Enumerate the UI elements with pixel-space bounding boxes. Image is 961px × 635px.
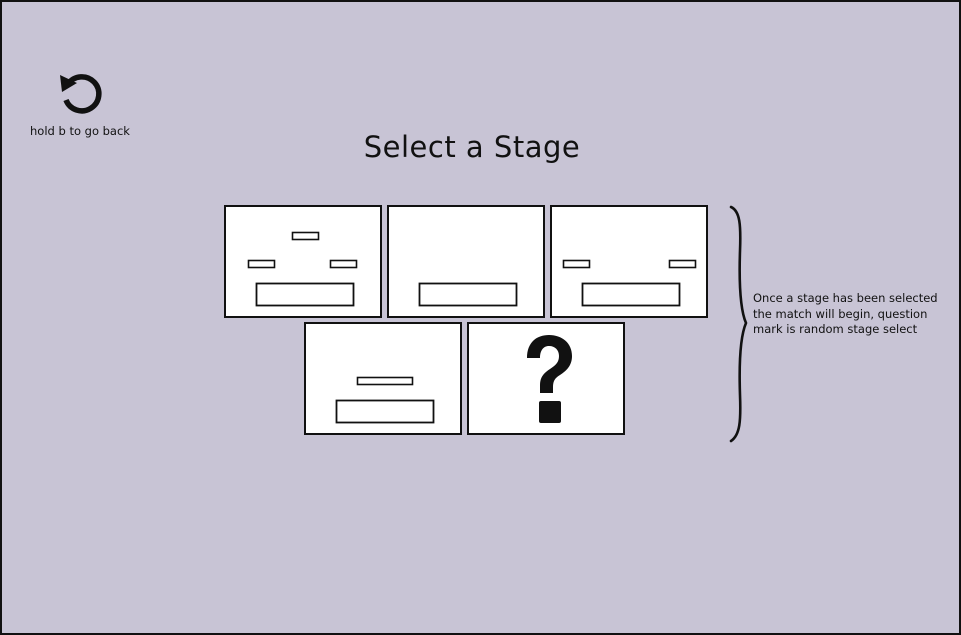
undo-arrow-icon	[60, 74, 102, 114]
back-button[interactable]: hold b to go back	[24, 70, 136, 140]
stage-tile-2[interactable]	[387, 205, 545, 318]
curly-brace-icon	[729, 205, 748, 443]
two-side-platform-stage-icon	[562, 259, 697, 307]
back-hint-label: hold b to go back	[30, 124, 130, 138]
floating-platform-stage-icon	[335, 376, 435, 424]
page-title: Select a Stage	[363, 130, 581, 164]
random-stage-tile[interactable]	[467, 322, 625, 435]
three-platform-stage-icon	[247, 231, 358, 307]
flat-platform-stage-icon	[418, 282, 518, 307]
stage-tile-3[interactable]	[550, 205, 708, 318]
stage-tile-4[interactable]	[304, 322, 462, 435]
stage-tile-1[interactable]	[224, 205, 382, 318]
annotation-note: Once a stage has been selected the match…	[753, 291, 938, 336]
question-mark-icon	[527, 335, 572, 423]
